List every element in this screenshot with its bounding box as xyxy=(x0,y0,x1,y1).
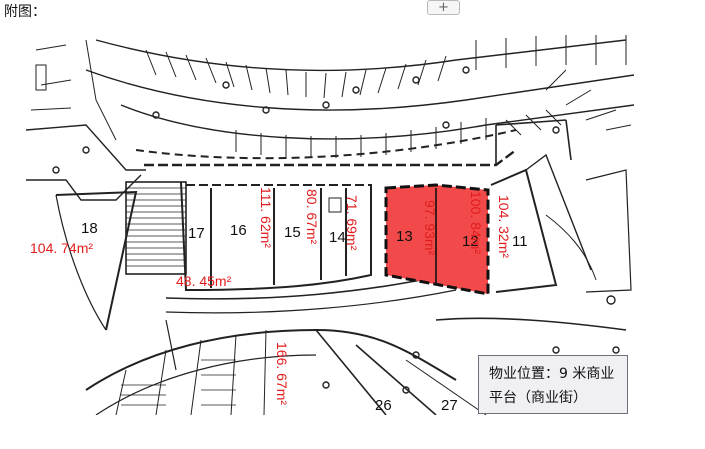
unit-area-17: 48. 45m² xyxy=(176,273,232,289)
unit-area-lower: 166. 67m² xyxy=(274,342,290,406)
unit-number-17: 17 xyxy=(188,225,205,242)
unit-number-16: 16 xyxy=(230,222,247,239)
unit-number-14: 14 xyxy=(329,229,346,246)
floor-plan: 18 17 16 15 14 13 12 11 26 27 104. 74m² … xyxy=(26,30,634,415)
unit-number-12: 12 xyxy=(462,233,479,250)
expand-button[interactable]: + xyxy=(427,0,460,15)
unit-area-13: 97. 93m² xyxy=(422,200,438,256)
unit-area-18: 104. 74m² xyxy=(30,240,94,256)
figure-caption: 附图： xyxy=(4,4,46,20)
unit-area-14: 71. 69m² xyxy=(344,195,360,251)
property-location-text: 物业位置：9 米商业平台（商业街） xyxy=(489,366,615,406)
unit-number-18: 18 xyxy=(81,220,98,237)
unit-number-26: 26 xyxy=(375,397,392,414)
plus-icon: + xyxy=(438,0,449,15)
unit-area-15: 80. 67m² xyxy=(304,189,320,245)
highlighted-units xyxy=(384,183,490,296)
unit-area-12: 100. 84m² xyxy=(468,191,484,255)
unit-area-11: 104. 32m² xyxy=(496,195,512,259)
floor-plan-drawing xyxy=(26,35,634,415)
property-location-box: 物业位置：9 米商业平台（商业街） xyxy=(478,355,628,414)
unit-number-13: 13 xyxy=(396,228,413,245)
unit-number-15: 15 xyxy=(284,224,301,241)
unit-area-16: 111. 62m² xyxy=(258,187,274,248)
unit-number-27: 27 xyxy=(441,397,458,414)
unit-number-11: 11 xyxy=(512,233,528,250)
